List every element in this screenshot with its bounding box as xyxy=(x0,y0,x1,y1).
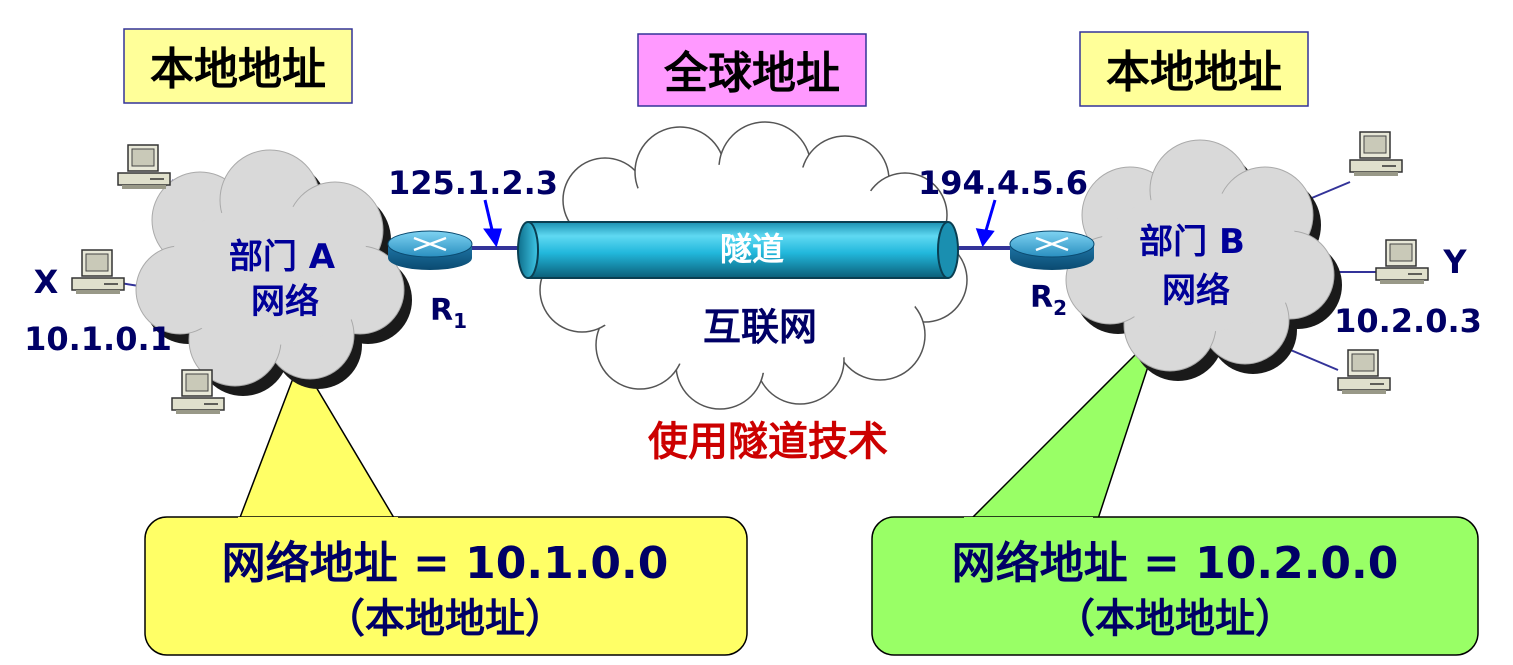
router-r1-label: R1 xyxy=(430,293,467,333)
tunnel-caption: 使用隧道技术 xyxy=(648,419,888,465)
host-x-ip: 10.1.0.1 xyxy=(24,320,172,358)
tunnel: 隧道 xyxy=(517,221,959,279)
computer-icon xyxy=(117,144,171,190)
label-global-text: 全球地址 xyxy=(663,48,840,99)
callout-right-line2: （本地地址） xyxy=(1055,596,1295,642)
label-local-right: 本地地址 xyxy=(1079,31,1309,107)
label-local-left-text: 本地地址 xyxy=(150,44,326,95)
computer-icon xyxy=(1375,239,1429,285)
arrow-r2-ip xyxy=(975,199,997,248)
internet-label: 互联网 xyxy=(703,305,817,349)
label-global: 全球地址 xyxy=(637,33,867,107)
host-y-name: Y xyxy=(1442,243,1467,281)
arrow-r1-ip xyxy=(483,199,502,248)
host-y-ip: 10.2.0.3 xyxy=(1334,302,1482,340)
label-local-right-text: 本地地址 xyxy=(1106,47,1282,98)
network-b-line2: 网络 xyxy=(1162,271,1230,311)
cloud-network-b: 部门 B 网络 xyxy=(1065,139,1342,381)
callout-left-line1: 网络地址 = 10.1.0.0 xyxy=(222,538,669,589)
computer-icon xyxy=(1337,349,1391,395)
callout-left-line2: （本地地址） xyxy=(325,596,565,642)
network-a-line1: 部门 A xyxy=(229,237,336,277)
cloud-network-a: 部门 A 网络 xyxy=(135,149,412,396)
router-r1 xyxy=(387,230,473,270)
router-r1-ip: 125.1.2.3 xyxy=(388,164,558,202)
computer-icon xyxy=(71,249,125,295)
host-x-name: X xyxy=(34,263,59,301)
router-r2 xyxy=(1009,230,1095,270)
network-b-line1: 部门 B xyxy=(1139,222,1245,262)
callout-left: 网络地址 = 10.1.0.0 （本地地址） xyxy=(144,516,748,656)
callout-right-line1: 网络地址 = 10.2.0.0 xyxy=(952,538,1399,589)
callout-right: 网络地址 = 10.2.0.0 （本地地址） xyxy=(871,516,1479,656)
router-r2-ip: 194.4.5.6 xyxy=(918,164,1088,202)
router-r2-label: R2 xyxy=(1030,280,1067,320)
callout-right-pointer xyxy=(960,329,1161,529)
tunnel-label: 隧道 xyxy=(720,230,784,268)
network-a-line2: 网络 xyxy=(251,282,319,322)
label-local-left: 本地地址 xyxy=(123,28,353,104)
computer-icon xyxy=(1349,131,1403,177)
